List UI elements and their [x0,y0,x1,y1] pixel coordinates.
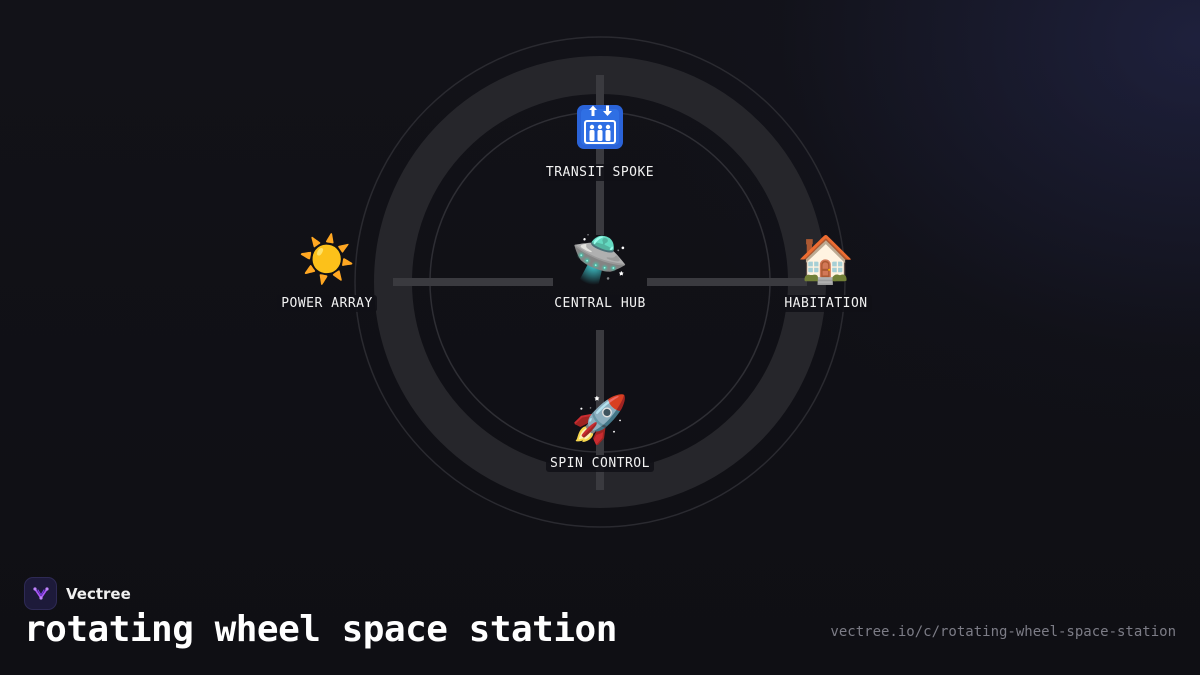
rocket-icon: 🚀 [571,392,629,446]
elevator-icon [520,100,680,156]
node-transit-spoke: TRANSIT SPOKE [520,100,680,181]
page-title: rotating wheel space station [24,609,617,650]
spoke-right [647,278,807,286]
node-habitation: 🏠 HABITATION [746,231,906,312]
brand-name: Vectree [66,584,131,603]
spoke-left [393,278,553,286]
brand[interactable]: Vectree [24,577,131,610]
node-label: CENTRAL HUB [550,295,650,312]
house-icon: 🏠 [797,232,855,286]
node-label: HABITATION [780,295,872,312]
spoke-bottom [596,330,604,490]
flying-saucer-icon: 🛸 [571,232,629,286]
node-power-array: ☀️ POWER ARRAY [247,231,407,312]
node-label: SPIN CONTROL [546,455,654,472]
outer-outline-ring [354,36,846,528]
node-label: TRANSIT SPOKE [541,164,659,181]
node-label: POWER ARRAY [277,295,377,312]
spoke-top [596,75,604,235]
page-url-link[interactable]: vectree.io/c/rotating-wheel-space-statio… [830,624,1176,640]
node-spin-control: 🚀 SPIN CONTROL [520,391,680,472]
sun-icon: ☀️ [298,232,356,286]
node-central-hub: 🛸 CENTRAL HUB [520,231,680,312]
vectree-logo-icon [24,577,57,610]
